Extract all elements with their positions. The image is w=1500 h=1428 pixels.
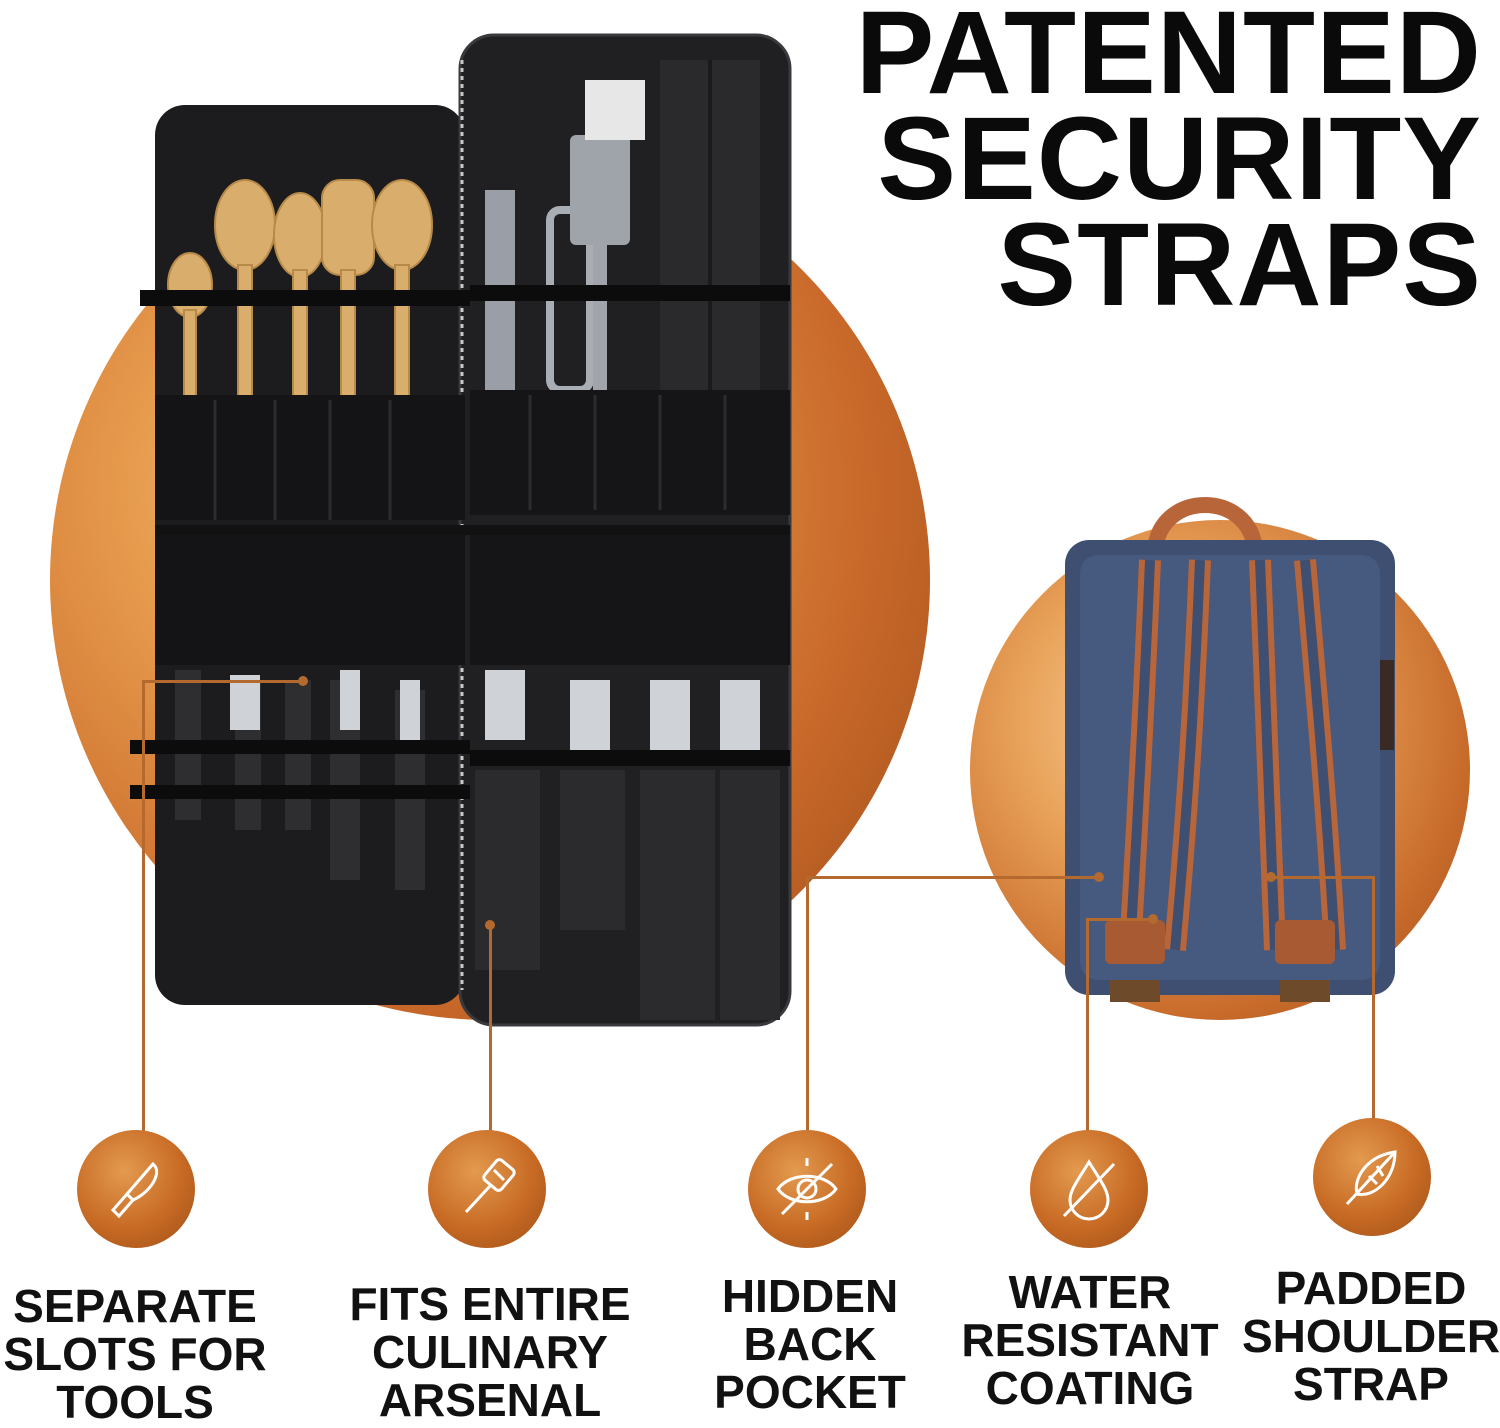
callout-dot-tools xyxy=(298,676,308,686)
feature-line: STRAP xyxy=(1293,1358,1449,1410)
feature-line: TOOLS xyxy=(56,1376,214,1428)
callout-dot-pocket xyxy=(1094,872,1104,882)
feature-line: RESISTANT xyxy=(961,1314,1219,1366)
headline: PATENTED SECURITY STRAPS xyxy=(762,0,1482,331)
water-drop-icon-badge xyxy=(1030,1130,1148,1248)
headline-line-2: SECURITY xyxy=(877,93,1482,225)
feature-hidden-pocket: HIDDEN BACK POCKET xyxy=(680,1272,940,1416)
feature-padded-strap: PADDED SHOULDER STRAP xyxy=(1236,1264,1500,1408)
callout-line-strap xyxy=(1372,876,1375,1140)
knife-icon xyxy=(110,1161,159,1219)
callout-dot-strap xyxy=(1266,872,1276,882)
feature-line: WATER xyxy=(1008,1266,1172,1318)
callout-line-pocket xyxy=(806,876,809,1140)
callout-line-tools xyxy=(142,680,145,1140)
water-drop-icon xyxy=(1062,1159,1116,1221)
callout-dot-arsenal xyxy=(485,920,495,930)
feature-line: CULINARY xyxy=(372,1326,608,1378)
open-knife-bag-image xyxy=(130,33,792,1027)
callout-line-water xyxy=(1086,918,1089,1140)
feature-fits-arsenal: FITS ENTIRE CULINARY ARSENAL xyxy=(320,1280,660,1424)
callout-line-arsenal xyxy=(489,925,492,1140)
feature-line: FITS ENTIRE xyxy=(349,1278,631,1330)
callout-dot-water xyxy=(1148,914,1158,924)
callout-line-water-h xyxy=(1086,918,1152,921)
feature-separate-slots: SEPARATE SLOTS FOR TOOLS xyxy=(0,1282,280,1426)
headline-line-1: PATENTED xyxy=(855,0,1482,119)
feature-line: BACK xyxy=(743,1318,877,1370)
backpack-back-image xyxy=(1065,497,1395,1002)
feature-line: PADDED xyxy=(1275,1262,1467,1314)
feature-line: POCKET xyxy=(714,1366,906,1418)
feature-line: HIDDEN xyxy=(721,1270,899,1322)
spatula-icon xyxy=(464,1158,516,1214)
callout-line-pocket-h xyxy=(806,876,1098,879)
feature-line: COATING xyxy=(985,1362,1195,1414)
feature-line: SEPARATE xyxy=(13,1280,257,1332)
feather-icon-badge xyxy=(1313,1118,1431,1236)
callout-line-tools-h xyxy=(142,680,302,683)
callout-line-strap-h xyxy=(1270,876,1375,879)
feather-icon xyxy=(1345,1150,1397,1206)
knife-icon-badge xyxy=(77,1130,195,1248)
feature-line: SLOTS FOR xyxy=(3,1328,267,1380)
feature-line: SHOULDER xyxy=(1241,1310,1500,1362)
hidden-eye-icon xyxy=(776,1158,838,1220)
headline-line-3: STRAPS xyxy=(997,199,1482,331)
hidden-eye-icon-badge xyxy=(748,1130,866,1248)
spatula-icon-badge xyxy=(428,1130,546,1248)
feature-line: ARSENAL xyxy=(378,1374,602,1426)
feature-water-resistant: WATER RESISTANT COATING xyxy=(940,1268,1240,1412)
